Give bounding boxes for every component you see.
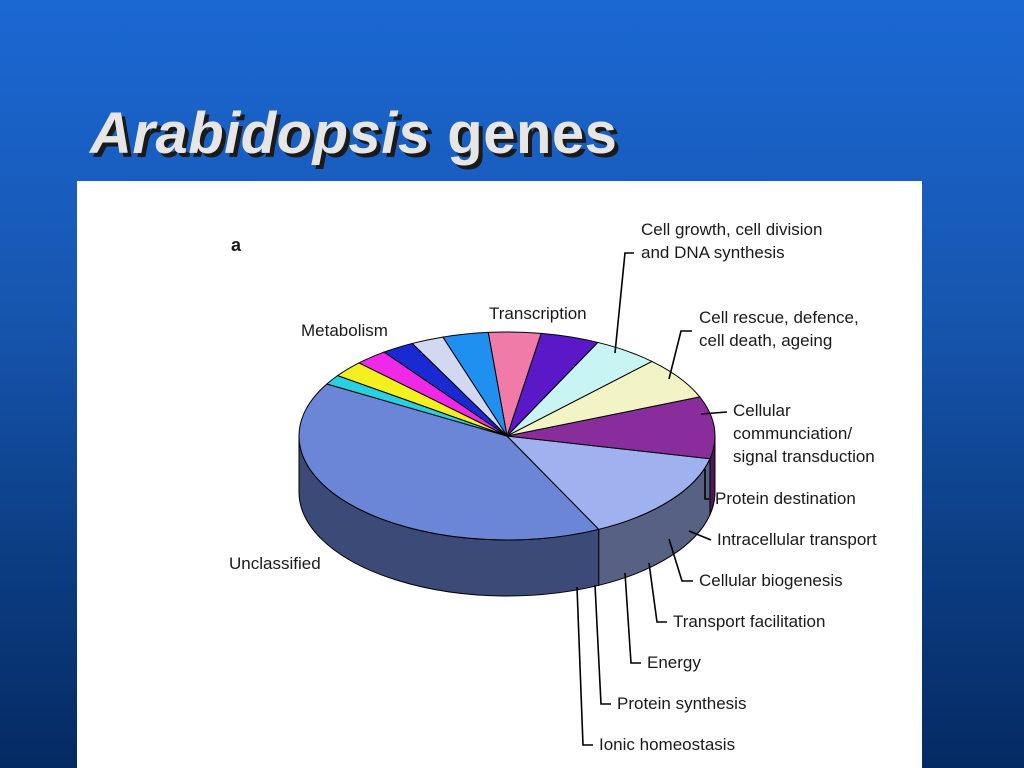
pie-slice-12 bbox=[325, 375, 508, 437]
pie-layer bbox=[298, 331, 716, 597]
slice-label-10: Energy bbox=[647, 653, 701, 672]
pie-slice-1 bbox=[505, 435, 711, 530]
pie-slice-0 bbox=[298, 383, 600, 541]
leader-line-12 bbox=[576, 586, 593, 746]
leader-line-4 bbox=[668, 330, 692, 380]
slice-label-4: Cell rescue, defence,cell death, ageing bbox=[699, 308, 859, 350]
slide-title-italic: Arabidopsis bbox=[90, 101, 431, 166]
leader-line-11 bbox=[594, 584, 611, 705]
slice-label-7: Intracellular transport bbox=[717, 530, 877, 549]
slice-label-11: Protein synthesis bbox=[617, 694, 746, 713]
slice-label-6: Protein destination bbox=[715, 489, 856, 508]
pie-slice-2 bbox=[506, 396, 716, 460]
slice-label-1: Metabolism bbox=[301, 321, 388, 340]
slide-title-rest: genes bbox=[447, 101, 618, 166]
slice-label-0: Unclassified bbox=[229, 554, 321, 573]
slice-label-8: Cellular biogenesis bbox=[699, 571, 843, 590]
slice-label-2: Transcription bbox=[489, 304, 587, 323]
leader-line-8 bbox=[668, 538, 693, 582]
leader-line-6 bbox=[704, 469, 709, 500]
panel-letter: a bbox=[231, 235, 242, 255]
slide-title: Arabidopsis genes bbox=[90, 100, 617, 167]
leader-line-10 bbox=[624, 572, 641, 664]
leader-line-5 bbox=[700, 411, 728, 415]
slice-label-12: Ionic homeostasis bbox=[599, 735, 735, 754]
label-layer: Unclassified Metabolism Transcription Cell … bbox=[229, 220, 877, 754]
leader-line-7 bbox=[688, 530, 712, 541]
leader-line-9 bbox=[648, 562, 667, 623]
pie-chart: a UnclassifiedMetabolismTranscriptionCel… bbox=[229, 220, 877, 754]
slice-label-9: Transport facilitation bbox=[673, 612, 825, 631]
leader-line-3 bbox=[614, 252, 634, 354]
